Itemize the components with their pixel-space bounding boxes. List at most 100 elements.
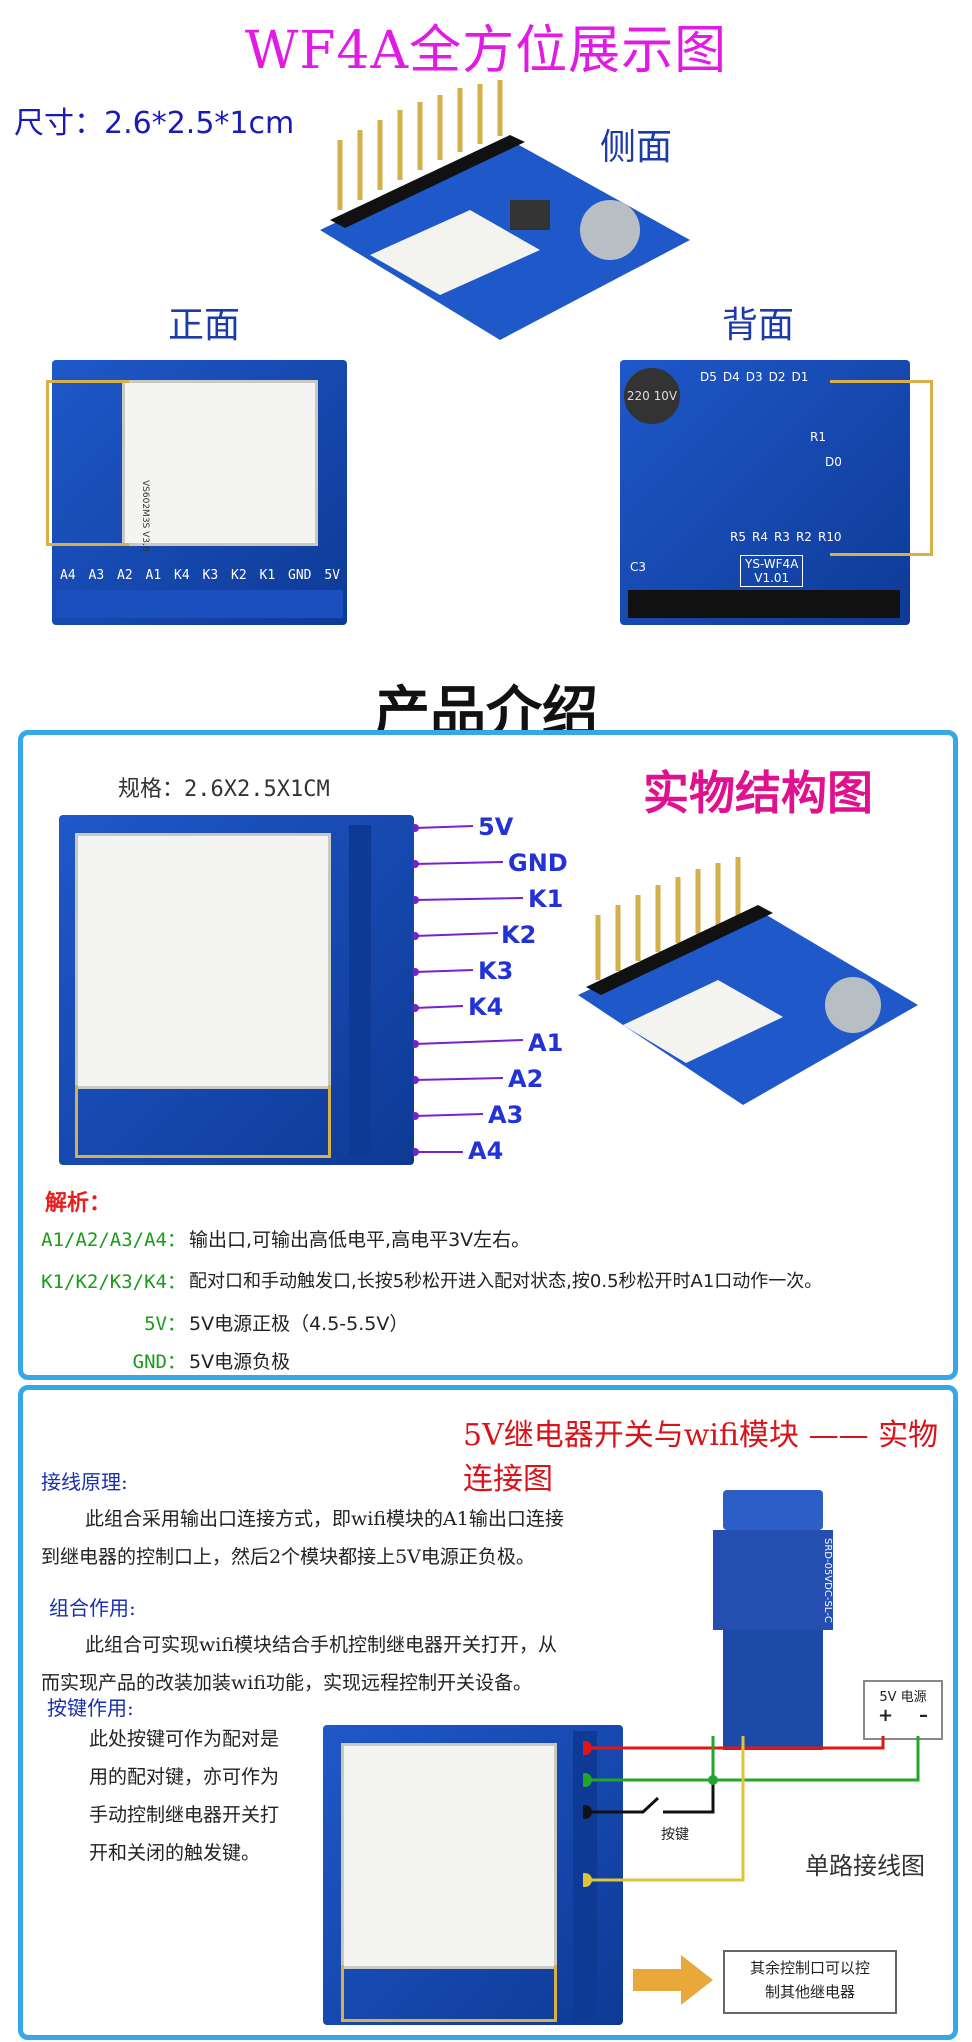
capacitor: 220 10V <box>624 368 680 424</box>
key-text: 此处按键可作为配对是 用的配对键，亦可作为 手动控制继电器开关打 开和关闭的触发… <box>89 1720 349 1872</box>
pin-tag-a4: A4 <box>468 1137 504 1165</box>
wifi-shield <box>341 1743 557 1969</box>
power-box: 5V 电源 + – <box>863 1680 943 1740</box>
front-pin-label: 5V <box>324 568 340 583</box>
back-label: C3 <box>630 560 647 574</box>
key-head: 按键作用: <box>47 1696 134 1720</box>
side-view-board <box>310 80 700 340</box>
analysis-value: 配对口和手动触发口,长按5秒松开进入配对状态,按0.5秒松开时A1口动作一次。 <box>189 1271 823 1292</box>
back-pin-header <box>628 590 900 618</box>
analysis-key: GND： <box>132 1351 186 1373</box>
front-pin-label: K4 <box>174 568 190 583</box>
key-line: 手动控制继电器开关打 <box>89 1804 280 1826</box>
back-label: R4 <box>751 530 768 544</box>
analysis-key: A1/A2/A3/A4： <box>41 1229 186 1251</box>
front-pin-label: GND <box>288 568 312 583</box>
front-pin-label: K2 <box>231 568 247 583</box>
back-label: R2 <box>795 530 812 544</box>
pin-tag-gnd: GND <box>508 849 568 877</box>
relay-module: SRD-05VDC-SL-C <box>713 1490 833 1750</box>
antenna-trace <box>46 380 129 546</box>
relay-terminal <box>723 1490 823 1530</box>
front-pin-labels: A4 A3 A2 A1 K4 K3 K2 K1 GND 5V <box>60 568 340 583</box>
combo-text: 此组合可实现wifi模块结合手机控制继电器开关打开，从 而实现产品的改装加装wi… <box>41 1626 681 1702</box>
combo-line: 而实现产品的改装加装wifi功能，实现远程控制开关设备。 <box>41 1672 533 1694</box>
pin-tag-a2: A2 <box>508 1065 544 1093</box>
back-label: D0 <box>825 455 842 469</box>
side-label: 侧面 <box>600 127 673 168</box>
note-line: 其余控制口可以控 <box>749 1959 870 1977</box>
analysis-key: K1/K2/K3/K4： <box>41 1271 186 1293</box>
front-board: VS602M3S V3.0 A4 A3 A2 A1 K4 K3 K2 K1 GN… <box>46 360 347 625</box>
back-model-box: YS-WF4A V1.01 <box>740 555 804 587</box>
pin-tag-a3: A3 <box>488 1101 524 1129</box>
back-label: R10 <box>817 530 842 544</box>
wifi-board <box>323 1725 623 2025</box>
analysis-value: 5V电源负极 <box>189 1351 291 1373</box>
key-line: 此处按键可作为配对是 <box>89 1728 280 1750</box>
power-minus: – <box>919 1705 929 1726</box>
structure-side-board <box>568 855 928 1115</box>
front-shield-text: VS602M3S V3.0 <box>140 480 150 552</box>
power-polarity: + – <box>865 1705 941 1726</box>
pin-tag-k2: K2 <box>501 921 537 949</box>
power-plus: + <box>877 1705 894 1726</box>
structure-box: 规格：2.6X2.5X1CM 实物结构图 5V GND K1 K2 K3 K4 … <box>18 730 958 1380</box>
pin-tag-k3: K3 <box>478 957 514 985</box>
structure-pin-column <box>349 825 371 1155</box>
pin-tag-k1: K1 <box>528 885 564 913</box>
wiring-line: 此组合采用输出口连接方式，即wifi模块的A1输出口连接 <box>85 1508 564 1530</box>
wifi-antenna <box>341 1965 557 2022</box>
pin-tag-a1: A1 <box>528 1029 564 1057</box>
front-pin-label: A1 <box>145 568 162 583</box>
back-version: V1.01 <box>754 571 790 585</box>
connection-title: 5V继电器开关与wifi模块 —— 实物连接图 <box>463 1418 939 1497</box>
back-resistor-labels: R5 R4 R3 R2 R10 <box>730 530 842 544</box>
structure-antenna <box>75 1085 331 1158</box>
pin-tag-5v: 5V <box>478 813 514 841</box>
wiring-head: 接线原理: <box>41 1470 128 1494</box>
analysis-value: 输出口,可输出高低电平,高电平3V左右。 <box>189 1229 531 1251</box>
power-label: 5V 电源 <box>879 1690 927 1705</box>
front-pin-label: K1 <box>259 568 276 583</box>
pin-leader-lines <box>413 824 524 1156</box>
connection-box: 5V继电器开关与wifi模块 —— 实物连接图 接线原理: 此组合采用输出口连接… <box>18 1385 958 2040</box>
wiring-text: 此组合采用输出口连接方式，即wifi模块的A1输出口连接 到继电器的控制口上，然… <box>41 1500 661 1576</box>
analysis-value: 5V电源正极（4.5-5.5V） <box>189 1313 409 1335</box>
combo-line: 此组合可实现wifi模块结合手机控制继电器开关打开，从 <box>85 1634 558 1656</box>
pin-tag-k4: K4 <box>468 993 504 1021</box>
back-antenna <box>830 380 933 556</box>
front-label: 正面 <box>168 305 241 346</box>
key-line: 开和关闭的触发键。 <box>89 1842 261 1864</box>
structure-title: 实物结构图 <box>643 766 873 820</box>
structure-board <box>59 815 414 1165</box>
wiring-lines <box>583 1736 920 1887</box>
back-label: D5 <box>700 370 717 384</box>
structure-shield <box>75 833 331 1089</box>
front-shield <box>122 380 318 546</box>
arrow-icon <box>633 1955 713 2005</box>
back-label: D1 <box>791 370 809 384</box>
button-label: 按键 <box>661 1827 689 1843</box>
front-pin-label: A3 <box>88 568 105 583</box>
wiring-line: 到继电器的控制口上，然后2个模块都接上5V电源正负极。 <box>41 1546 535 1568</box>
page-title: WF4A全方位展示图 <box>244 21 728 81</box>
key-line: 用的配对键，亦可作为 <box>89 1766 280 1788</box>
note-box: 其余控制口可以控 制其他继电器 <box>723 1950 897 2014</box>
relay-board <box>723 1630 823 1750</box>
note-line: 制其他继电器 <box>764 1983 855 2001</box>
back-board: 220 10V D5 D4 D3 D2 D1 R1 D0 R5 R4 R3 R2… <box>620 360 933 625</box>
back-label: D3 <box>745 370 763 384</box>
analysis-key: 5V： <box>144 1313 186 1335</box>
size-text: 尺寸：2.6*2.5*1cm <box>14 106 295 141</box>
back-led-labels: D5 D4 D3 D2 D1 <box>700 370 840 384</box>
back-label: 背面 <box>722 305 795 346</box>
back-label: R3 <box>773 530 790 544</box>
front-pin-holes <box>56 590 343 618</box>
front-pin-label: A4 <box>60 568 76 583</box>
relay-text: SRD-05VDC-SL-C <box>713 1530 833 1630</box>
single-wiring-label: 单路接线图 <box>805 1852 925 1880</box>
spec-text: 规格：2.6X2.5X1CM <box>118 777 330 802</box>
front-pin-label: A2 <box>117 568 133 583</box>
analysis-head: 解析： <box>45 1191 112 1216</box>
